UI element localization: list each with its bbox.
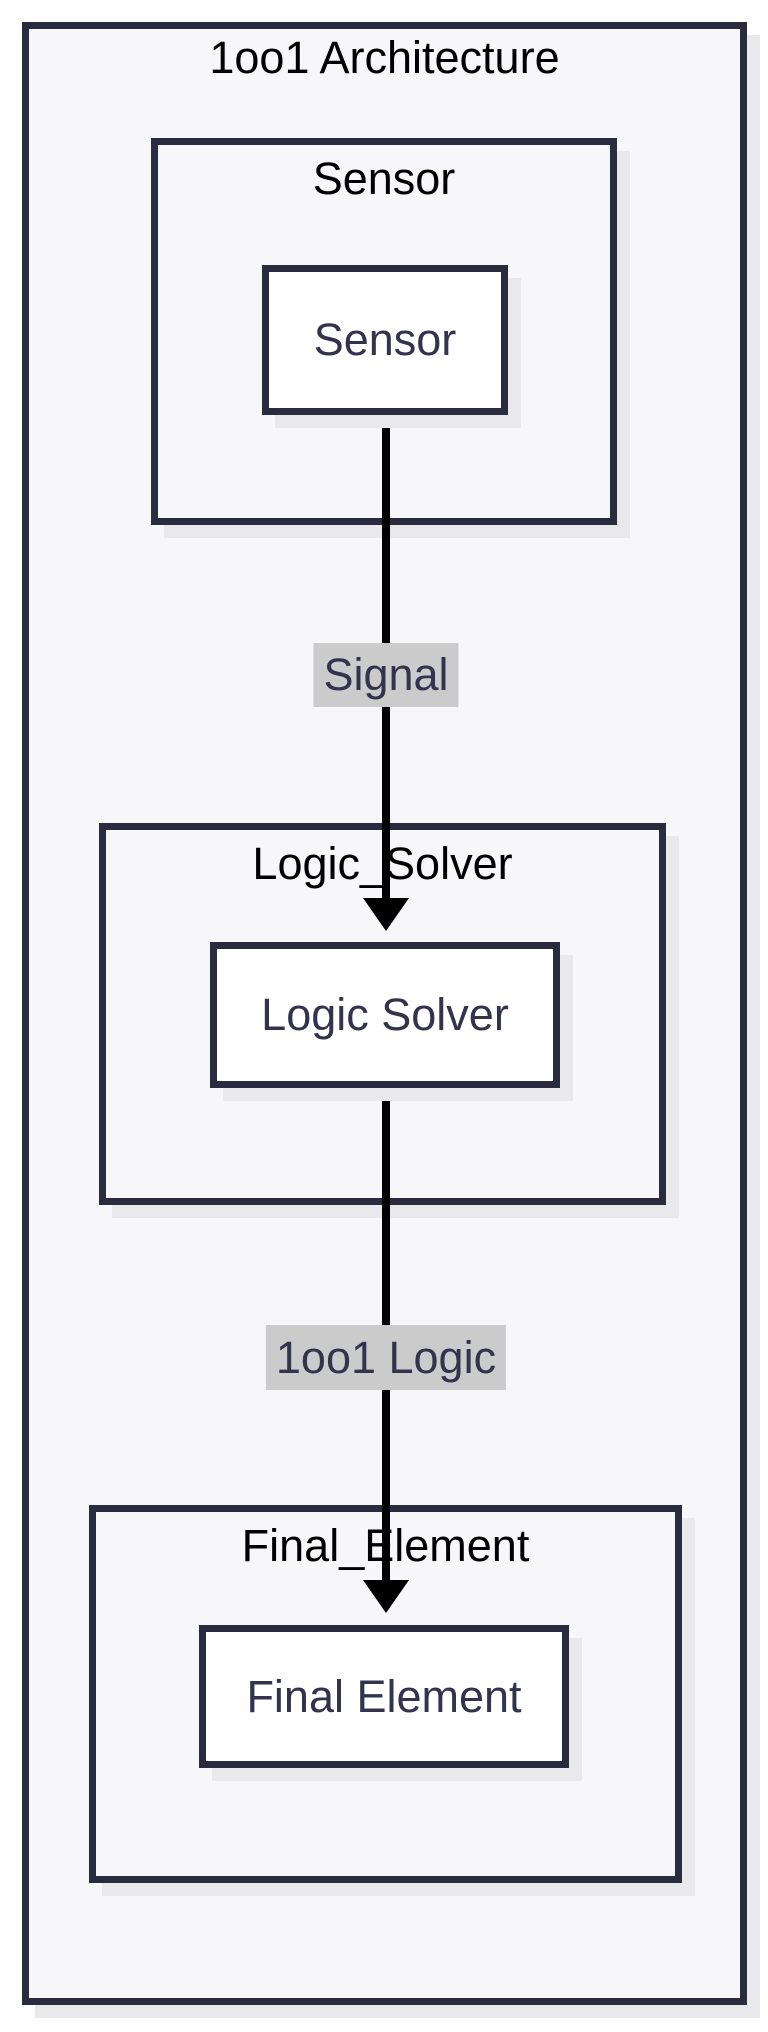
diagram-title: 1oo1 Architecture	[209, 32, 560, 83]
edge-label-1oo1-logic: 1oo1 Logic	[265, 1325, 507, 1390]
edge-label-signal: Signal	[313, 643, 459, 707]
down-arrowhead-icon	[363, 898, 409, 931]
down-arrowhead-icon	[363, 1580, 409, 1613]
sensor-node: Sensor	[262, 265, 508, 415]
logic-solver-node-label: Logic Solver	[261, 989, 509, 1040]
final-element-node: Final Element	[199, 1625, 569, 1768]
final-element-node-label: Final Element	[246, 1670, 522, 1722]
logic-solver-node: Logic Solver	[210, 942, 560, 1088]
sensor-node-label: Sensor	[313, 314, 457, 365]
sensor-group-label: Sensor	[312, 153, 456, 204]
